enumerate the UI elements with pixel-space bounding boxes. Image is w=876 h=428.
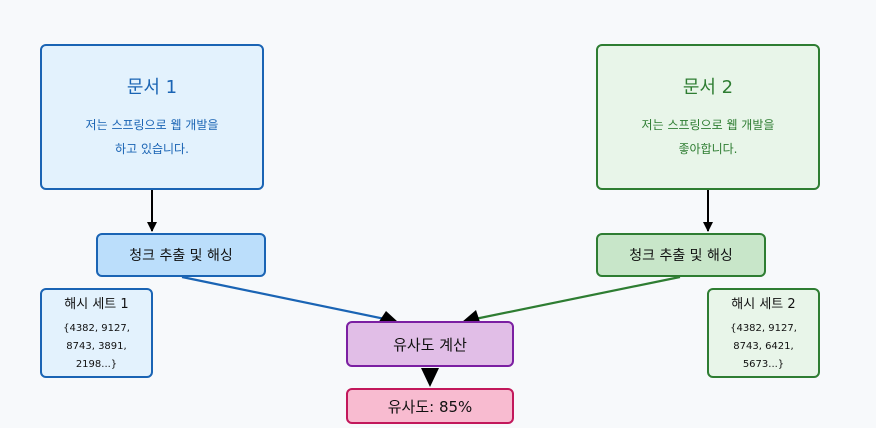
- edge-chunk2-calc-arrowhead: [462, 310, 480, 322]
- edge-chunk2-calc: [469, 275, 681, 322]
- chunk-hash-1-box: 청크 추출 및 해싱: [96, 233, 266, 277]
- hash-set-1-box: 해시 세트 1 {4382, 9127, 8743, 3891, 2198...…: [40, 288, 153, 378]
- edge-chunk1-calc: [181, 275, 391, 322]
- similarity-calc-label: 유사도 계산: [393, 335, 467, 354]
- hash-set-2-values: {4382, 9127, 8743, 6421, 5673...}: [730, 322, 797, 370]
- similarity-result-box: 유사도: 85%: [346, 388, 514, 424]
- document-1-box: 문서 1 저는 스프링으로 웹 개발을 하고 있습니다.: [40, 44, 264, 190]
- chunk-hash-2-box: 청크 추출 및 해싱: [596, 233, 766, 277]
- hash-set-1-values: {4382, 9127, 8743, 3891, 2198...}: [63, 322, 130, 370]
- edge-calc-result-arrowhead: [421, 368, 439, 387]
- document-2-box: 문서 2 저는 스프링으로 웹 개발을 좋아합니다.: [596, 44, 820, 190]
- hash-set-1-title: 해시 세트 1: [64, 296, 129, 312]
- document-1-title: 문서 1: [126, 77, 178, 98]
- similarity-calc-box: 유사도 계산: [346, 321, 514, 367]
- hash-set-2-box: 해시 세트 2 {4382, 9127, 8743, 6421, 5673...…: [707, 288, 820, 378]
- similarity-result-label: 유사도: 85%: [387, 397, 473, 416]
- document-2-title: 문서 2: [682, 77, 734, 98]
- hash-set-2-title: 해시 세트 2: [731, 296, 796, 312]
- document-2-text: 저는 스프링으로 웹 개발을 좋아합니다.: [641, 118, 775, 156]
- chunk-hash-2-label: 청크 추출 및 해싱: [629, 248, 733, 264]
- edge-chunk1-calc-arrowhead: [378, 311, 398, 323]
- document-1-text: 저는 스프링으로 웹 개발을 하고 있습니다.: [85, 118, 219, 156]
- chunk-hash-1-label: 청크 추출 및 해싱: [129, 248, 233, 264]
